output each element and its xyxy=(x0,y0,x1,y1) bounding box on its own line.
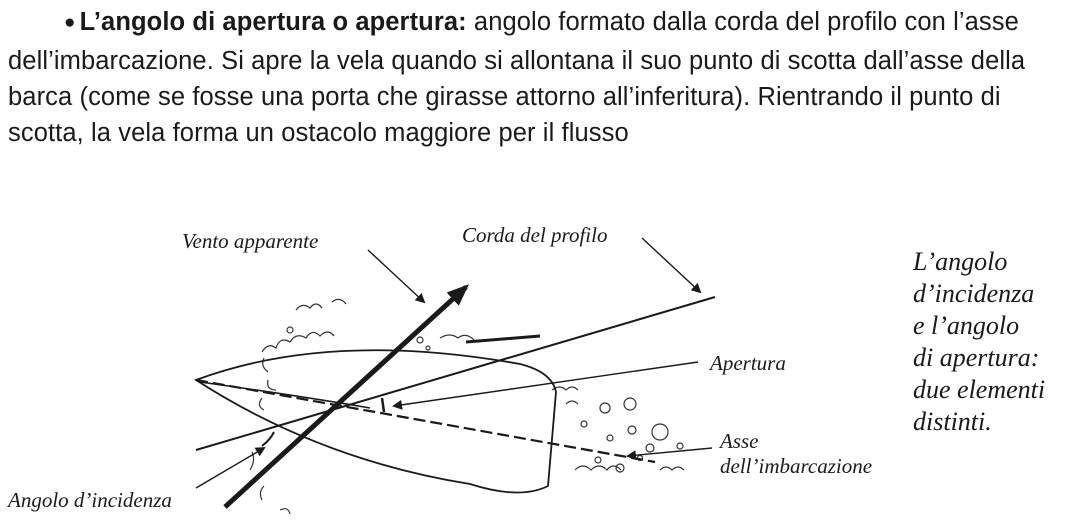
figure-caption: L’angolo d’incidenza e l’angolo di apert… xyxy=(913,246,1083,438)
boat-axis-line xyxy=(195,378,656,464)
incidenza-leader xyxy=(195,446,266,489)
wake-texture xyxy=(249,298,685,515)
bullet-icon: ● xyxy=(64,12,76,33)
caption-line: d’incidenza xyxy=(913,279,1035,308)
caption-line: L’angolo xyxy=(913,247,1008,276)
sail-chord-line xyxy=(195,296,716,451)
hull-outline xyxy=(194,349,557,494)
label-dell-imbarcazione: dell’imbarcazione xyxy=(720,454,872,478)
label-apertura: Apertura xyxy=(708,351,786,375)
label-corda-del-profilo: Corda del profilo xyxy=(462,223,607,247)
caption-line: due elementi xyxy=(913,375,1046,404)
label-asse: Asse xyxy=(718,429,759,453)
label-vento-apparente: Vento apparente xyxy=(182,229,318,253)
paragraph-body: angolo formato dalla corda del profilo c… xyxy=(8,8,1026,147)
apparent-wind-arrow xyxy=(223,284,469,509)
vento-leader xyxy=(367,249,426,304)
opening-angle-arc xyxy=(380,397,386,413)
caption-line: e l’angolo xyxy=(913,311,1020,340)
asse-leader xyxy=(626,447,713,461)
incidence-angle-arc xyxy=(261,431,275,447)
apertura-leader xyxy=(392,361,699,410)
sail-curve xyxy=(465,334,541,344)
corda-leader xyxy=(641,237,702,294)
term-heading: L’angolo di apertura o apertura: xyxy=(79,8,467,36)
caption-line: distinti. xyxy=(913,407,992,436)
caption-line: di apertura: xyxy=(913,343,1040,372)
label-angolo-incidenza: Angolo d’incidenza xyxy=(6,488,172,512)
description-paragraph: ●L’angolo di apertura o apertura: angolo… xyxy=(8,4,1080,151)
